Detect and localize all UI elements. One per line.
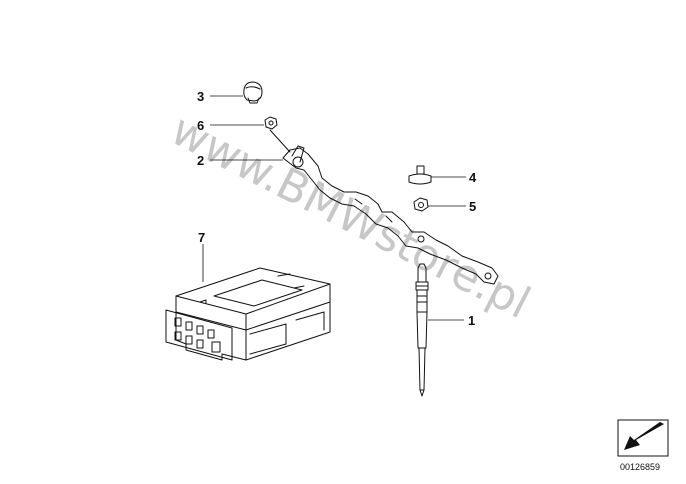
part-1-glow-plug: [415, 263, 429, 397]
part-2-wiring-harness: [282, 145, 499, 285]
reference-number: 00126859: [620, 462, 660, 472]
callout-3: 3: [197, 89, 204, 104]
callout-5: 5: [469, 199, 476, 214]
part-5-nut: [413, 197, 429, 212]
callout-4: 4: [469, 170, 477, 185]
part-4-stud: [408, 165, 432, 185]
callout-2: 2: [197, 153, 204, 168]
part-7-control-unit: [165, 267, 331, 361]
watermark-text: www.BMWstore.pl: [163, 104, 538, 329]
callout-6: 6: [197, 118, 204, 133]
arrow-down-left-icon: [617, 419, 669, 457]
part-6-hex-nut: [264, 116, 278, 130]
callout-1: 1: [468, 313, 475, 328]
callout-7: 7: [198, 230, 205, 245]
part-3-cap-nut: [243, 81, 263, 104]
